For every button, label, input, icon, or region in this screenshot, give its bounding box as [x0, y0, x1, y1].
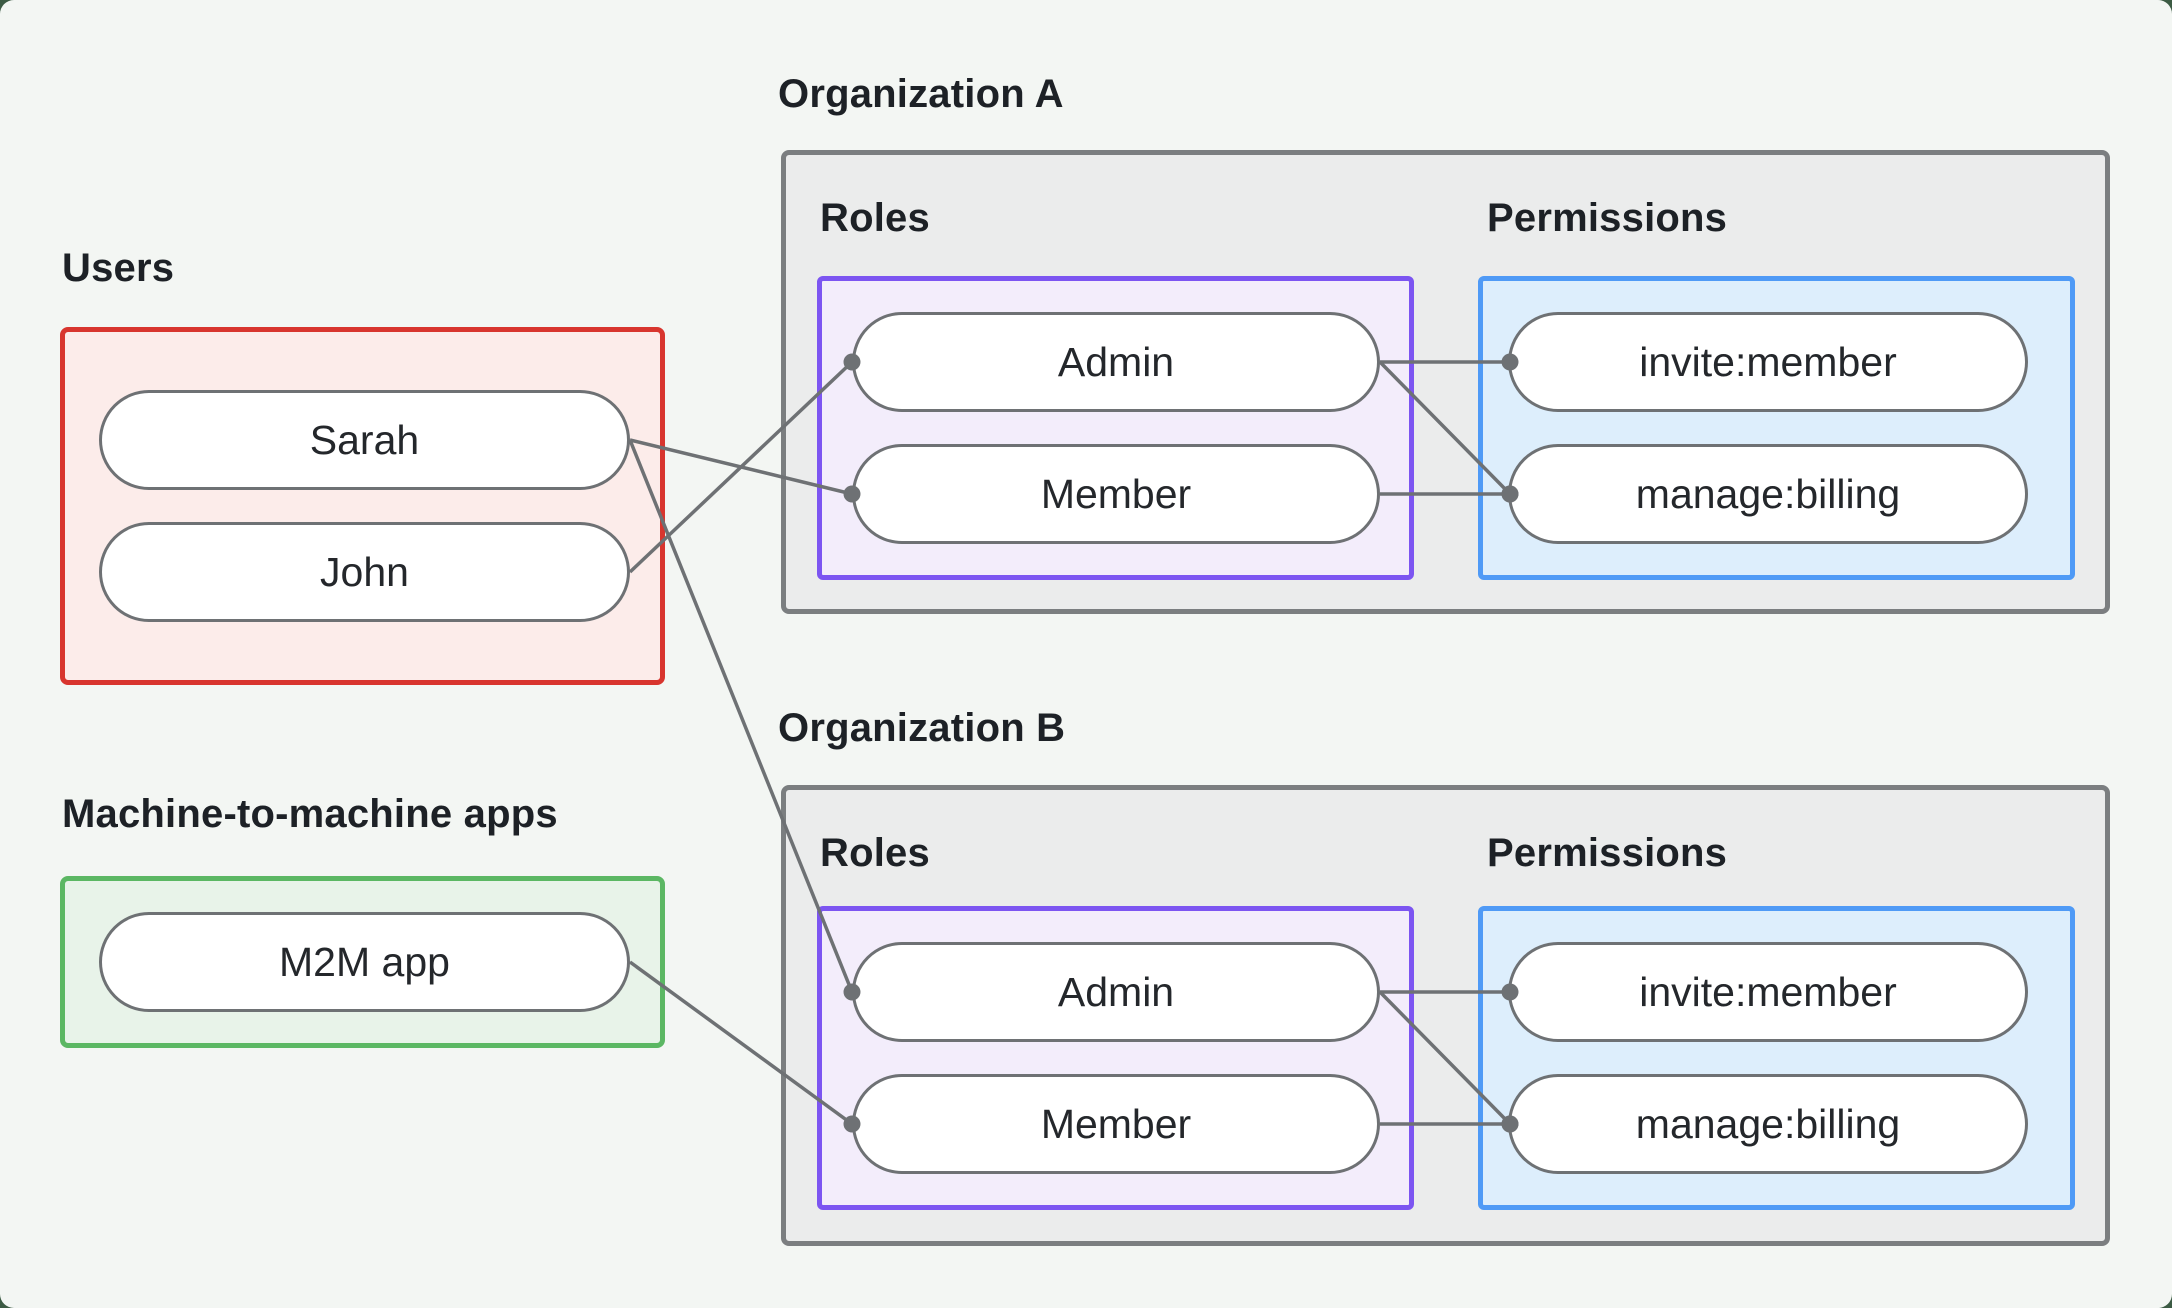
org-a-permission-invite-member: invite:member — [1508, 312, 2028, 412]
org-b-role-member-label: Member — [1040, 1100, 1192, 1147]
org-b-role-member: Member — [852, 1074, 1380, 1174]
m2m-app-node-label: M2M app — [279, 938, 450, 985]
org-a-permissions-label: Permissions — [1487, 196, 1728, 240]
org-a-permission-invite-member-label: invite:member — [1639, 338, 1897, 385]
org-b-permission-manage-billing: manage:billing — [1508, 1074, 2028, 1174]
org-b-title: Organization B — [778, 706, 1066, 750]
m2m-group-label: Machine-to-machine apps — [62, 792, 558, 836]
org-a-role-admin-label: Admin — [1057, 338, 1175, 385]
org-a-role-member-label: Member — [1040, 470, 1192, 517]
org-b-permission-invite-member-label: invite:member — [1639, 968, 1897, 1015]
users-cluster-box — [60, 327, 665, 685]
users-group-label: Users — [62, 246, 175, 290]
org-b-role-admin-label: Admin — [1057, 968, 1175, 1015]
user-node-john: John — [99, 522, 630, 622]
org-a-permission-manage-billing-label: manage:billing — [1635, 470, 1901, 517]
org-b-permissions-label: Permissions — [1487, 831, 1728, 875]
user-node-john-label: John — [320, 548, 409, 595]
org-b-role-admin: Admin — [852, 942, 1380, 1042]
org-a-role-admin: Admin — [852, 312, 1380, 412]
org-a-roles-label: Roles — [820, 196, 930, 240]
org-a-role-member: Member — [852, 444, 1380, 544]
user-node-sarah: Sarah — [99, 390, 630, 490]
org-b-permission-manage-billing-label: manage:billing — [1635, 1100, 1901, 1147]
m2m-app-node: M2M app — [99, 912, 630, 1012]
org-b-roles-label: Roles — [820, 831, 930, 875]
user-node-sarah-label: Sarah — [309, 416, 420, 463]
org-b-permission-invite-member: invite:member — [1508, 942, 2028, 1042]
org-a-title: Organization A — [778, 72, 1064, 116]
org-a-permission-manage-billing: manage:billing — [1508, 444, 2028, 544]
